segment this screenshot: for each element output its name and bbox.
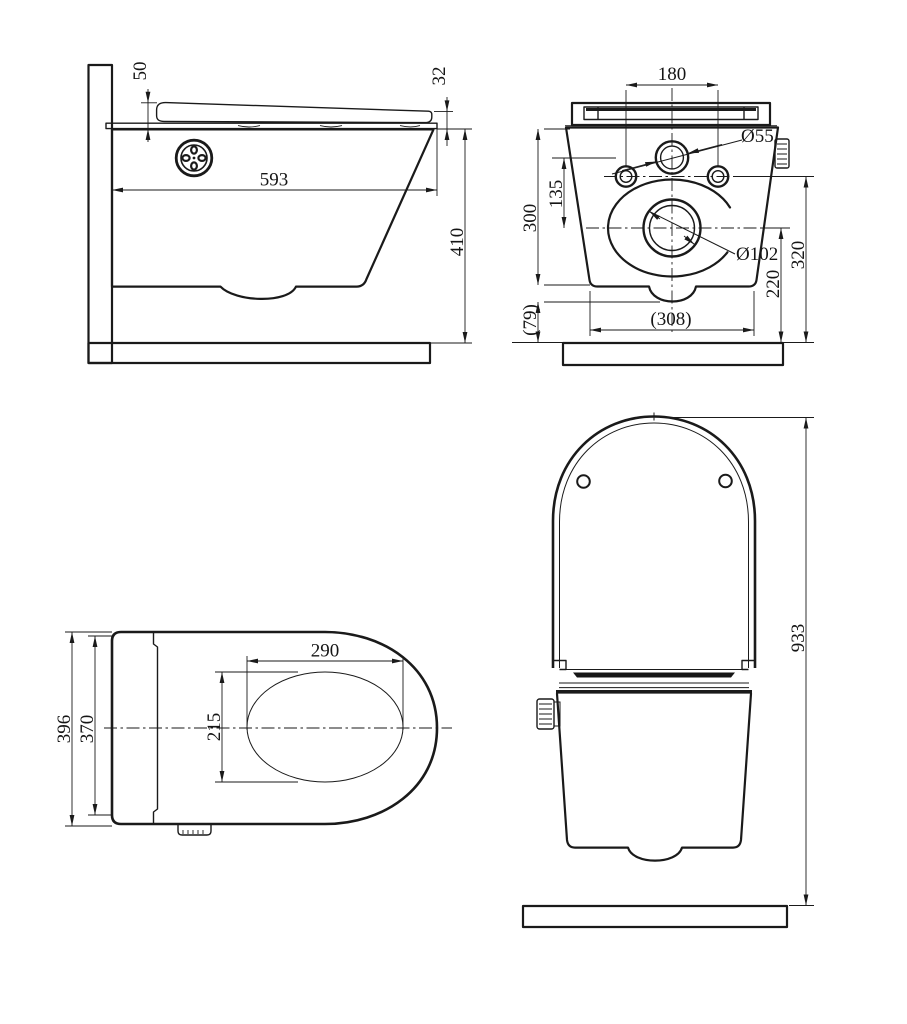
- dim-side-lid-front: 50: [130, 62, 151, 81]
- seat-edge-band: [573, 672, 735, 678]
- top-view: 290 215 370 396: [54, 630, 452, 836]
- leader-arrow: [683, 235, 695, 245]
- lid-bumper-left: [576, 474, 591, 489]
- leader-line: [649, 211, 736, 255]
- outlet-hole-outer: [642, 198, 702, 258]
- dim-rear-outlet-dia: Ø102: [736, 244, 778, 265]
- dim-side-lid-rear: 32: [429, 67, 450, 86]
- dim-rear-inlet-height: 320: [788, 241, 809, 270]
- side-connector: [536, 698, 561, 730]
- bowl-opening: [246, 671, 404, 783]
- side-view: 50 32 593 410: [87, 62, 472, 365]
- dim-rear-outlet-clearance: (79): [520, 304, 541, 336]
- bolt-hole-left-outer: [614, 165, 638, 188]
- inlet-hole-inner: [659, 145, 685, 170]
- dim-rear-inlet-dia: Ø55: [741, 126, 774, 147]
- body-outline: [555, 692, 753, 862]
- flush-knob-icon: [174, 138, 214, 178]
- dim-top-seat-width: 370: [77, 715, 98, 744]
- seat-outline: [110, 630, 439, 826]
- front-view-lid-open: 933: [521, 412, 814, 929]
- bolt-hole-right-inner: [711, 169, 725, 183]
- side-connector: [774, 138, 790, 169]
- rear-view: 180 Ø55 135 300 (79) Ø102 (308): [512, 64, 814, 367]
- toilet-body-outline: [110, 128, 435, 300]
- dim-rear-inlet-drop: 135: [546, 180, 567, 209]
- body-outline: [564, 126, 780, 303]
- dim-front-overall-height: 933: [788, 624, 809, 653]
- outlet-hole-inner: [648, 204, 696, 252]
- bolt-hole-right-outer: [706, 165, 730, 188]
- dim-top-bowl-length: 290: [311, 641, 340, 662]
- inlet-hole-outer: [654, 140, 690, 175]
- dim-side-height: 410: [447, 228, 468, 257]
- dim-top-overall-width: 396: [54, 715, 75, 744]
- leader-line: [611, 139, 743, 175]
- leader-arrow: [687, 143, 723, 154]
- floor-hatch: [561, 341, 785, 367]
- dim-top-bowl-width: 215: [204, 713, 225, 742]
- seat-plate: [105, 122, 438, 130]
- dim-rear-outlet-height: 220: [763, 270, 784, 299]
- leader-arrow: [621, 161, 657, 172]
- wall-hatch: [87, 63, 114, 365]
- seat-top-outline: [570, 101, 772, 127]
- dim-rear-body-height: 300: [520, 204, 541, 233]
- leader-arrow: [649, 211, 661, 220]
- bowl-oval: [606, 178, 732, 278]
- dim-side-depth: 593: [260, 170, 289, 191]
- seat-top-inner: [583, 106, 759, 121]
- bottom-connector-tab: [177, 823, 212, 836]
- floor-hatch: [521, 904, 789, 929]
- dim-rear-base-width: (308): [650, 309, 691, 330]
- lid-open-inner: [559, 422, 749, 668]
- dim-rear-bolt-spacing: 180: [658, 64, 687, 85]
- floor-hatch: [87, 341, 432, 365]
- lid-bumper-right: [718, 473, 733, 489]
- seat-bumper-seams: [237, 125, 421, 128]
- lid-profile: [155, 101, 433, 124]
